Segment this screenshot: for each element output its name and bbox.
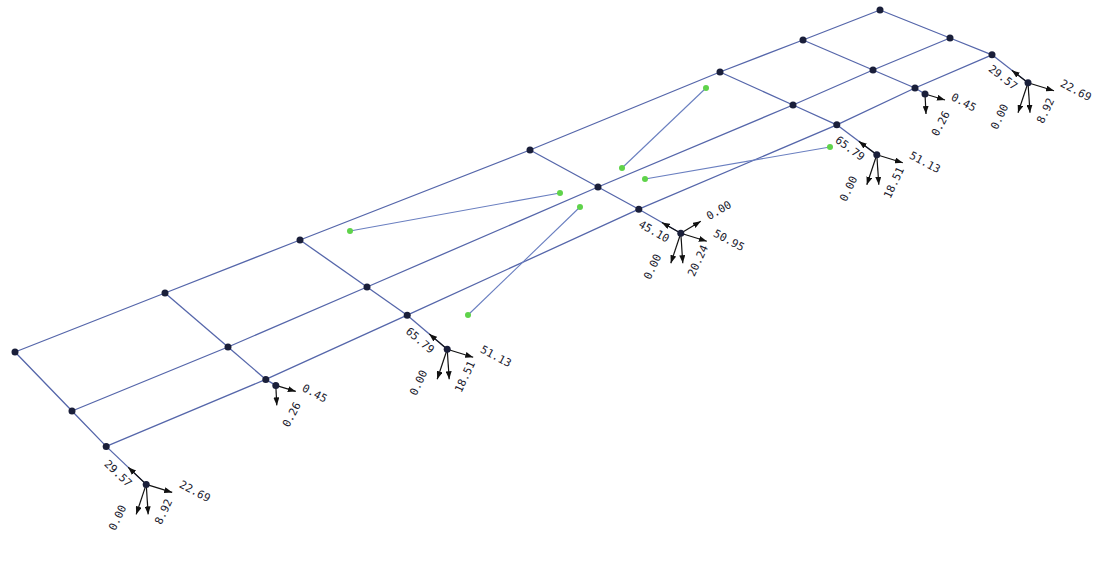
reaction-arrow — [136, 484, 146, 514]
reaction-value: 65.79 — [833, 135, 867, 164]
frame-member — [15, 352, 106, 446]
joint-node — [922, 91, 929, 98]
reaction-value: 22.69 — [1059, 78, 1094, 104]
joint-node — [364, 284, 371, 291]
frame-member — [15, 10, 880, 352]
joint-node — [790, 102, 797, 109]
reaction-arrow — [867, 155, 877, 185]
reaction-value: 0.00 — [107, 504, 129, 533]
reaction-arrow — [1018, 83, 1028, 113]
joint-node — [989, 51, 996, 58]
joint-node — [800, 37, 807, 44]
reaction-value: 29.57 — [102, 458, 134, 490]
reaction-value: 18.51 — [882, 165, 907, 200]
reaction-value: 22.69 — [177, 479, 212, 505]
reaction-value: 0.00 — [989, 102, 1011, 131]
reaction-value: 0.45 — [299, 383, 328, 406]
reaction-value: 0.45 — [948, 91, 977, 114]
joint-node — [677, 230, 684, 237]
reaction-value: 0.00 — [704, 199, 733, 223]
joint-node — [297, 237, 304, 244]
reaction-arrow — [447, 349, 473, 357]
brace-point — [347, 228, 353, 234]
brace-line — [350, 193, 560, 231]
reaction-arrow — [671, 233, 681, 263]
frame-member — [880, 10, 992, 55]
reaction-value: 65.79 — [403, 326, 436, 357]
joint-node — [262, 376, 269, 383]
brace-point — [557, 190, 563, 196]
reaction-value: 0.00 — [642, 253, 664, 282]
reaction-value: 8.92 — [1035, 96, 1057, 125]
joint-node — [947, 35, 954, 42]
joint-node — [225, 344, 232, 351]
joint-node — [635, 206, 642, 213]
brace-line — [645, 147, 830, 179]
joint-node — [527, 147, 534, 154]
reaction-value: 0.26 — [280, 401, 303, 430]
joint-node — [833, 121, 840, 128]
frame-member — [165, 293, 266, 379]
brace-point — [619, 165, 625, 171]
reaction-arrow — [877, 155, 903, 163]
frame-member — [803, 40, 915, 88]
reaction-value: 0.00 — [408, 369, 430, 398]
joint-node — [272, 382, 279, 389]
brace-line — [622, 88, 706, 168]
joint-node — [912, 85, 919, 92]
joint-node — [877, 7, 884, 14]
reaction-value: 8.92 — [153, 498, 175, 527]
reaction-arrow — [1028, 83, 1054, 91]
joint-node — [870, 67, 877, 74]
reaction-arrow — [447, 349, 449, 379]
brace-point — [642, 176, 648, 182]
joint-node — [103, 443, 110, 450]
joint-node — [444, 346, 451, 353]
frame-member — [106, 55, 992, 447]
joint-node — [1025, 79, 1032, 86]
reaction-arrow — [681, 233, 707, 241]
reaction-value: 29.57 — [986, 63, 1020, 93]
reaction-value: 50.95 — [711, 228, 746, 254]
brace-line — [468, 207, 580, 315]
reaction-value: 0.00 — [838, 174, 860, 203]
joint-node — [595, 184, 602, 191]
reaction-value: 18.51 — [453, 360, 478, 395]
reaction-value: 0.26 — [929, 109, 952, 138]
reaction-arrow — [877, 155, 879, 185]
reaction-value: 45.10 — [636, 218, 671, 245]
joint-node — [162, 290, 169, 297]
reaction-arrow — [146, 484, 148, 514]
brace-point — [577, 204, 583, 210]
joint-node — [717, 69, 724, 76]
frame-member — [720, 72, 837, 125]
reaction-arrow — [437, 349, 447, 379]
reaction-value: 20.24 — [686, 244, 711, 279]
reaction-value: 51.13 — [478, 344, 513, 370]
brace-point — [827, 144, 833, 150]
reaction-arrow — [1028, 83, 1030, 113]
joint-node — [69, 408, 76, 415]
brace-point — [703, 85, 709, 91]
reaction-arrow — [146, 484, 172, 492]
frame-member — [530, 150, 639, 209]
frame-member — [300, 240, 407, 315]
joint-node — [404, 312, 411, 319]
joint-node — [12, 349, 19, 356]
reaction-value: 51.13 — [907, 150, 942, 176]
joint-node — [873, 151, 880, 158]
joint-node — [143, 481, 150, 488]
frame-member — [72, 38, 950, 411]
reaction-arrow — [681, 233, 683, 263]
brace-point — [465, 312, 471, 318]
